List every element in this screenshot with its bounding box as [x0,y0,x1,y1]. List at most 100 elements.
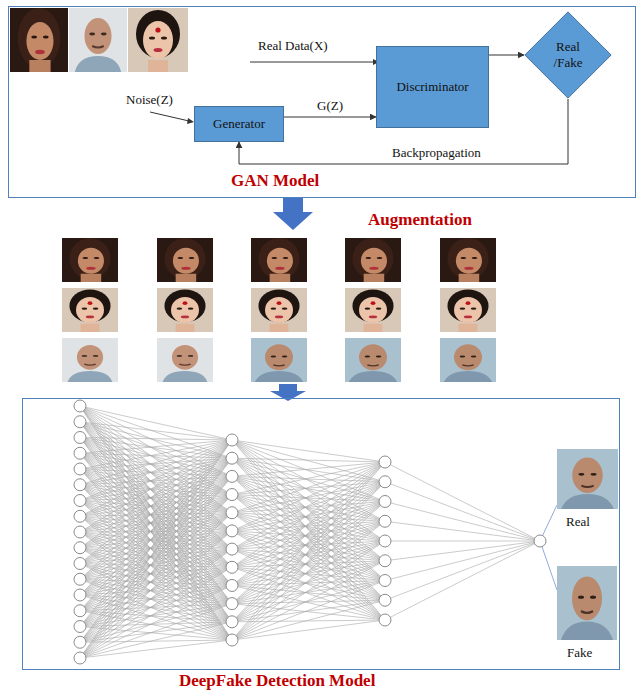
neuron [379,496,391,508]
network-link [80,422,232,458]
network-link [232,462,385,622]
network-link [80,640,232,658]
network-link [232,567,385,620]
network-link [232,561,385,622]
neuron [226,452,238,464]
network-link [232,531,385,600]
network-link [80,513,232,658]
network-link [80,567,232,658]
network-link [80,476,232,642]
network-link [232,541,385,640]
network-link [232,482,385,622]
neuron [74,495,86,507]
neuron [74,463,86,475]
neuron [74,636,86,648]
output-label: Real [566,514,590,530]
connector [284,117,376,118]
network-link [80,422,232,440]
input-label: Noise(Z) [126,92,173,108]
network-link [80,438,232,441]
network-link [232,521,385,567]
neuron [534,535,546,547]
neuron [379,555,391,567]
network-link [80,438,232,459]
neuron [74,621,86,633]
network-link [232,440,385,600]
network-link [232,476,385,580]
network-link [80,495,232,548]
network-link [232,502,385,622]
network-link [232,495,385,502]
network-link [232,502,385,641]
network-link [80,458,232,626]
box-label: Generator [213,116,265,132]
neuron [74,400,86,412]
network-link [232,600,385,622]
neuron [379,535,391,547]
network-link [232,462,385,495]
network-link [232,502,385,568]
process-box: Discriminator [376,46,489,128]
network-link [232,462,385,640]
group-frame: DeepFake Detection Model [22,398,620,670]
network-link [80,549,232,658]
process-box: Generator [194,106,284,142]
network-link [232,476,385,481]
neuron [379,575,391,587]
network-link [540,541,557,590]
network-link [385,541,540,620]
neuron [226,579,238,591]
edge-label: Backpropagation [390,145,483,161]
network-link [232,561,385,586]
network-link [232,462,385,531]
network-link [232,462,385,476]
network-link [80,622,232,658]
neuron [74,432,86,444]
network-link [80,495,232,658]
network-link [232,541,385,622]
neuron [379,614,391,626]
network-link [232,458,385,521]
network-link [385,482,540,541]
neuron [226,634,238,646]
network-link [232,482,385,640]
neuron [226,598,238,610]
neuron [226,470,238,482]
output-label: Fake [567,645,592,661]
network-link [80,532,232,640]
neuron [379,594,391,606]
network-link [232,513,385,601]
network-link [80,422,232,640]
network-link [232,458,385,600]
network-link [80,440,232,595]
neuron [74,573,86,585]
network-link [232,462,385,604]
network-link [80,440,232,658]
network-link [80,406,232,622]
network-link [80,513,232,643]
box-label: Discriminator [396,79,468,95]
network-link [385,541,540,542]
network-link [80,495,232,564]
connector [489,55,524,56]
network-link [385,541,540,581]
network-link [80,531,232,658]
neuron [226,434,238,446]
neuron [226,543,238,555]
network-link [232,495,385,581]
network-link [232,620,385,640]
network-link [80,495,232,627]
neuron [226,489,238,501]
neuron [379,456,391,468]
network-link [232,502,385,604]
network-link [232,440,385,620]
network-link [232,541,385,585]
neuron [74,447,86,459]
neuron [226,616,238,628]
neuron [74,605,86,617]
network-link [80,406,232,440]
neuron [74,558,86,570]
neuron [379,476,391,488]
neuron [74,589,86,601]
network-link [232,581,385,622]
